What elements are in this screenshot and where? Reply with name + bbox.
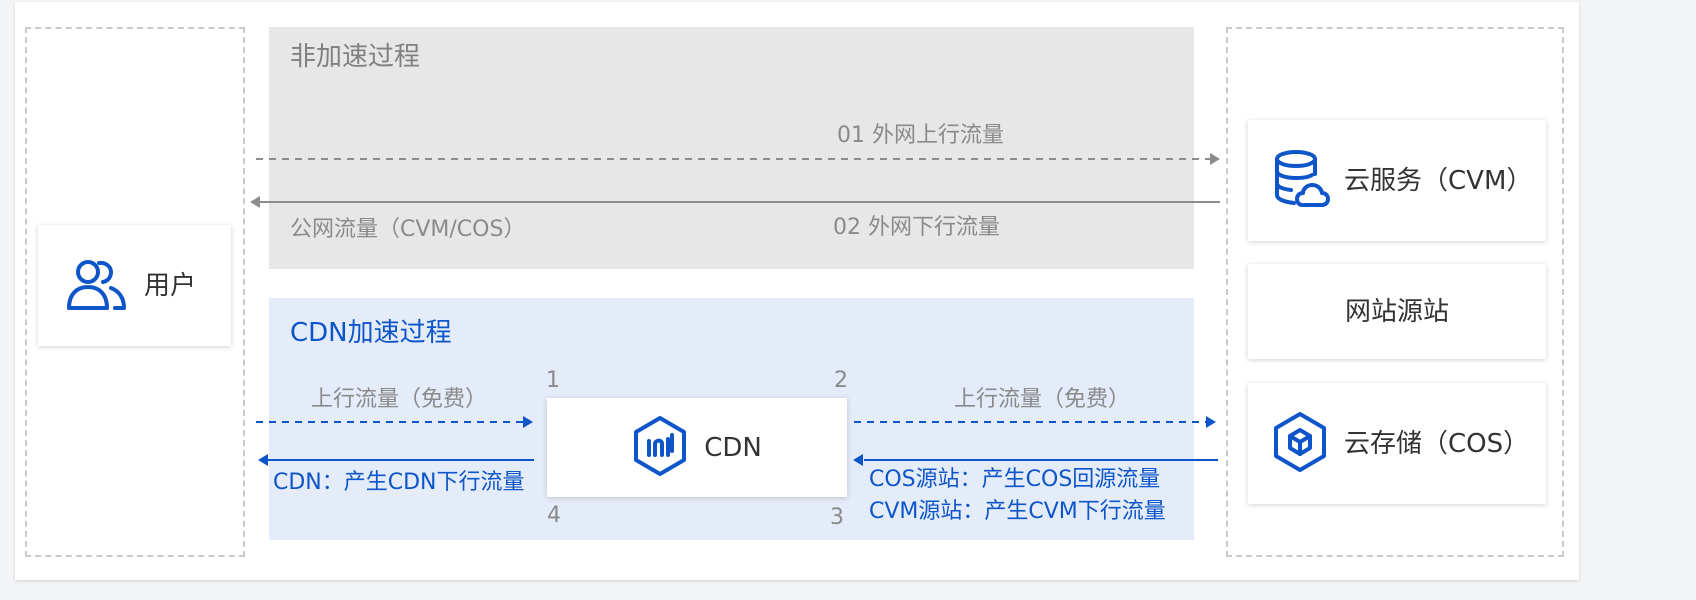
user-label: 用户 <box>144 270 197 301</box>
cvm-label: 云服务（CVM） <box>1344 165 1533 196</box>
non-accelerated-panel <box>269 27 1194 269</box>
cvm-origin-traffic-label: CVM源站：产生CVM下行流量 <box>869 499 1166 524</box>
website-origin-label: 网站源站 <box>1344 296 1449 327</box>
website-origin-node: 网站源站 <box>1248 264 1546 359</box>
origin-region <box>1226 27 1564 557</box>
corner-number-3: 3 <box>830 505 844 530</box>
corner-number-4: 4 <box>547 503 561 528</box>
cos-origin-traffic-label: COS源站：产生COS回源流量 <box>869 467 1161 492</box>
non-accelerated-title: 非加速过程 <box>290 42 421 72</box>
cdn-downlink-label: CDN：产生CDN下行流量 <box>273 470 525 495</box>
corner-number-2: 2 <box>834 368 848 393</box>
user-region <box>25 27 245 557</box>
left-uplink-free-label: 上行流量（免费） <box>311 387 488 412</box>
database-cloud-icon <box>1274 149 1330 212</box>
cos-node: 云存储（COS） <box>1248 383 1546 504</box>
right-uplink-free-label: 上行流量（免费） <box>954 387 1131 412</box>
user-node: 用户 <box>38 225 231 346</box>
users-icon <box>66 258 128 314</box>
cdn-label: CDN <box>704 432 762 463</box>
cdn-hexagon-icon <box>632 415 688 481</box>
external-uplink-label: 01 外网上行流量 <box>837 123 1004 148</box>
cdn-node: CDN <box>547 398 847 497</box>
cvm-node: 云服务（CVM） <box>1248 120 1546 241</box>
storage-cube-icon <box>1272 411 1328 477</box>
cdn-accelerated-title: CDN加速过程 <box>290 318 452 348</box>
public-traffic-label: 公网流量（CVM/COS） <box>290 217 526 242</box>
external-downlink-label: 02 外网下行流量 <box>833 215 1000 240</box>
cos-label: 云存储（COS） <box>1344 428 1530 459</box>
corner-number-1: 1 <box>546 368 560 393</box>
